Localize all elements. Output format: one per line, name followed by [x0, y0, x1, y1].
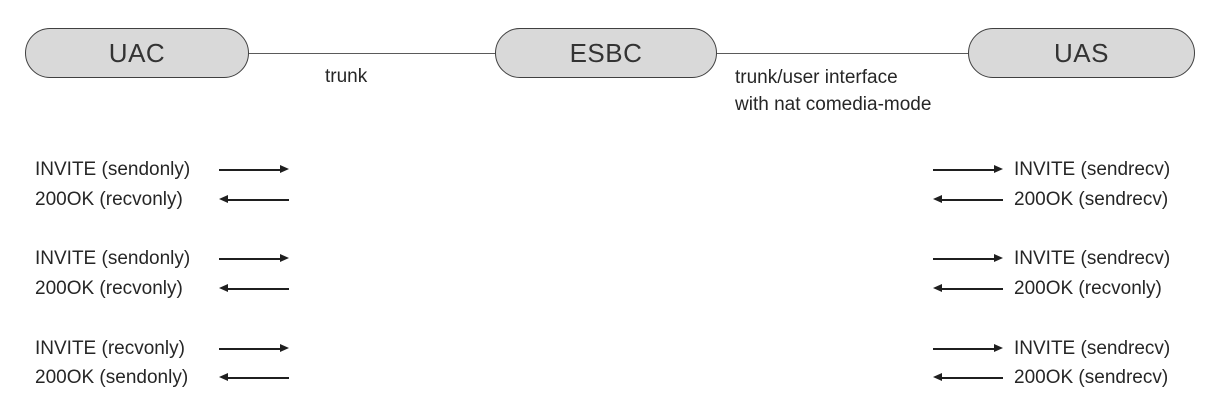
message-row: 200OK (recvonly): [35, 189, 289, 211]
esbc-uas-link-label: trunk/user interface with nat comedia-mo…: [735, 64, 931, 118]
message-row: INVITE (sendonly): [35, 159, 289, 181]
message-row: INVITE (sendonly): [35, 248, 289, 270]
arrow-right-icon: [219, 254, 289, 263]
arrow-right-icon: [219, 165, 289, 174]
message-row: 200OK (sendrecv): [933, 189, 1168, 211]
message-label: 200OK (sendrecv): [1014, 367, 1169, 388]
node-esbc-label: ESBC: [569, 37, 643, 68]
arrow-left-icon: [219, 195, 289, 204]
node-uas-label: UAS: [1054, 37, 1109, 68]
message-label: 200OK (recvonly): [1014, 278, 1162, 299]
message-row: 200OK (sendonly): [35, 367, 289, 389]
message-label: INVITE (sendrecv): [1014, 159, 1171, 180]
message-label: 200OK (sendrecv): [1014, 189, 1169, 210]
node-uac-label: UAC: [108, 37, 166, 68]
message-label: INVITE (sendonly): [35, 248, 191, 269]
message-row: 200OK (recvonly): [35, 278, 289, 300]
message-row: INVITE (sendrecv): [933, 159, 1170, 181]
arrow-right-icon: [933, 254, 1003, 263]
message-label: INVITE (sendrecv): [1014, 338, 1171, 359]
message-row: INVITE (sendrecv): [933, 338, 1170, 360]
message-label: 200OK (recvonly): [35, 189, 183, 210]
arrow-left-icon: [219, 284, 289, 293]
arrow-right-icon: [933, 344, 1003, 353]
uac-esbc-link-line: [249, 53, 495, 54]
node-esbc: ESBC: [495, 28, 717, 78]
message-label: INVITE (sendrecv): [1014, 248, 1171, 269]
node-uas: UAS: [968, 28, 1195, 78]
arrow-left-icon: [933, 284, 1003, 293]
message-label: INVITE (recvonly): [35, 338, 185, 359]
node-uac: UAC: [25, 28, 249, 78]
arrow-right-icon: [933, 165, 1003, 174]
message-label: 200OK (sendonly): [35, 367, 189, 388]
message-row: 200OK (recvonly): [933, 278, 1162, 300]
esbc-uas-link-line: [717, 53, 968, 54]
uac-esbc-link-label: trunk: [325, 66, 368, 87]
arrow-left-icon: [219, 373, 289, 382]
arrow-right-icon: [219, 344, 289, 353]
message-label: INVITE (sendonly): [35, 159, 191, 180]
message-row: INVITE (sendrecv): [933, 248, 1170, 270]
esbc-uas-link-label-line2: with nat comedia-mode: [735, 94, 932, 115]
arrow-left-icon: [933, 195, 1003, 204]
message-label: 200OK (recvonly): [35, 278, 183, 299]
message-row: 200OK (sendrecv): [933, 367, 1168, 389]
esbc-uas-link-label-line1: trunk/user interface: [735, 67, 898, 88]
arrow-left-icon: [933, 373, 1003, 382]
message-row: INVITE (recvonly): [35, 338, 289, 360]
